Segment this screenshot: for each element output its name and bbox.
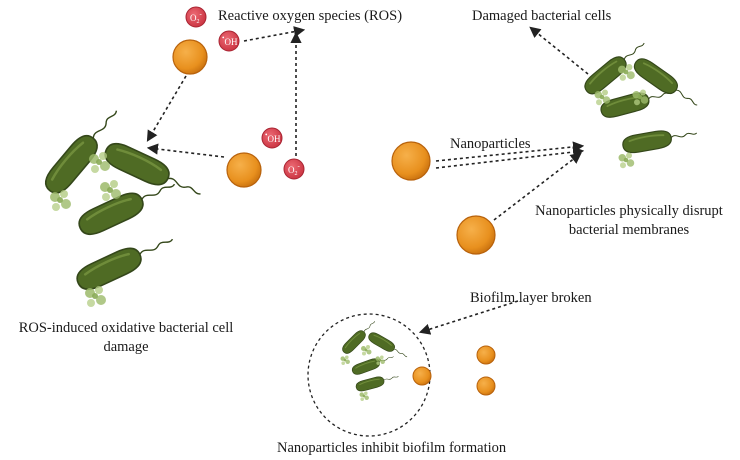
label-membrane-disrupt: Nanoparticles physically disrupt bacteri… [524,202,734,240]
ros-nanoparticle-top [172,39,208,75]
label-inhibit-biofilm: Nanoparticles inhibit biofilm formation [277,440,507,456]
biofilm-boundary [307,313,431,437]
ros-hydroxyl-top: •OH [218,30,240,52]
biofilm-nanoparticle-inside [412,366,432,386]
label-ros-damage-line1: ROS-induced oxidative bacterial cell [18,320,234,336]
ros-superoxide-mid: O2- [283,158,305,180]
arrow-to-damaged-cells [529,26,589,75]
ros-superoxide-legend: O2- [185,6,207,28]
arrow-np-to-ros-bacteria [146,75,187,142]
svg-text:•OH: •OH [265,131,281,144]
biofilm-nanoparticle-upper [476,345,496,365]
label-nanoparticles: Nanoparticles [450,136,531,152]
label-ros: Reactive oxygen species (ROS) [218,8,403,24]
membrane-damaged-bacteria-cluster [580,35,704,169]
arrow-midnp-to-bacteria [146,143,225,158]
arrow-np-to-bacteria-upper [435,141,585,162]
label-ros-damage-line2: damage [103,338,149,355]
arrow-ros-to-label [243,26,306,42]
label-damaged-cells: Damaged bacterial cells [472,8,612,24]
membrane-nanoparticle-bottom [456,215,496,255]
ros-damaged-bacteria-cluster [39,101,207,307]
arrow-bottom-np-to-bacteria [493,152,582,221]
membrane-nanoparticle-left [391,141,431,181]
arrow-to-biofilm [418,300,519,335]
ros-superoxide-legend-label: O2- [190,10,203,25]
ros-hydroxyl-mid: •OH [261,127,283,149]
label-biofilm-broken: Biofilm layer broken [470,290,592,306]
svg-text:•OH: •OH [222,34,238,47]
biofilm-nanoparticle-lower [476,376,496,396]
label-ros-damage: ROS-induced oxidative bacterial cell dam… [0,319,252,357]
label-membrane-disrupt-line2: bacterial membranes [568,221,690,238]
biofilm-bacteria-cluster [339,317,411,401]
label-membrane-disrupt-line1: Nanoparticles physically disrupt [535,203,723,219]
arrow-np-to-bacteria-lower [435,146,585,169]
ros-nanoparticle-mid [226,152,262,188]
svg-text:O2-: O2- [288,162,301,177]
